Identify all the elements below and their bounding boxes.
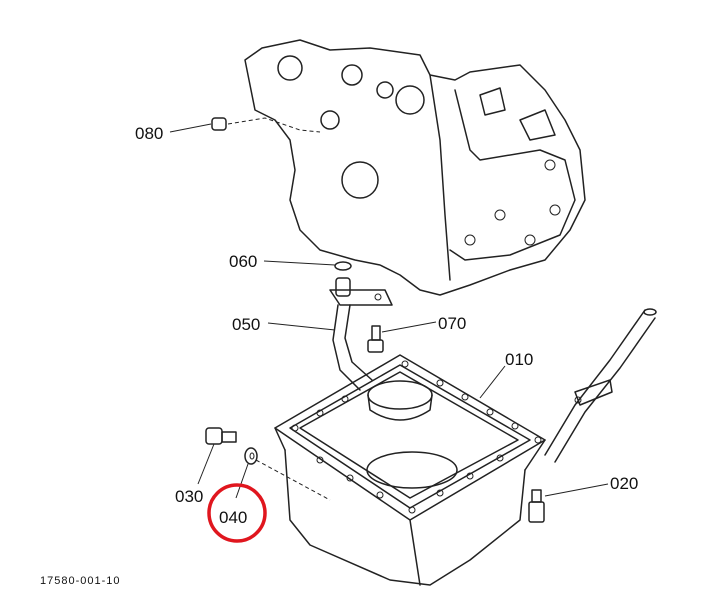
part-030-drain-plug <box>205 427 237 445</box>
part-040-washer <box>244 447 331 501</box>
callout-080: 080 <box>135 124 163 143</box>
dipstick-tube <box>544 308 657 463</box>
part-060-o-ring <box>334 261 352 271</box>
callout-060: 060 <box>229 252 257 271</box>
figure-number: 17580-001-10 <box>40 575 121 587</box>
part-070-bolt <box>367 325 384 353</box>
part-050-strainer-pipe <box>329 277 393 391</box>
highlight-circle-040 <box>207 483 267 543</box>
leader-lines <box>169 123 609 499</box>
callout-070: 070 <box>438 314 466 333</box>
callout-020: 020 <box>610 474 638 493</box>
part-010-oil-pan <box>274 354 546 586</box>
callout-030: 030 <box>175 487 203 506</box>
engine-block <box>244 39 586 296</box>
callout-050: 050 <box>232 315 260 334</box>
part-080-plug <box>211 117 321 133</box>
part-020-bolt <box>528 489 545 523</box>
callout-010: 010 <box>505 350 533 369</box>
callout-040: 040 <box>219 508 247 527</box>
pan-bolt-holes <box>291 360 542 514</box>
